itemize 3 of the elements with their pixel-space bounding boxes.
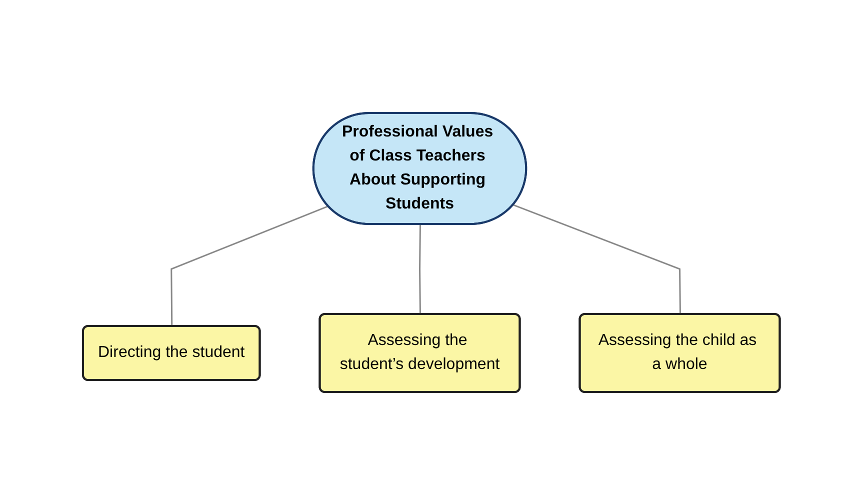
connector [512, 204, 681, 314]
connector [418, 224, 421, 314]
connector [170, 205, 328, 326]
